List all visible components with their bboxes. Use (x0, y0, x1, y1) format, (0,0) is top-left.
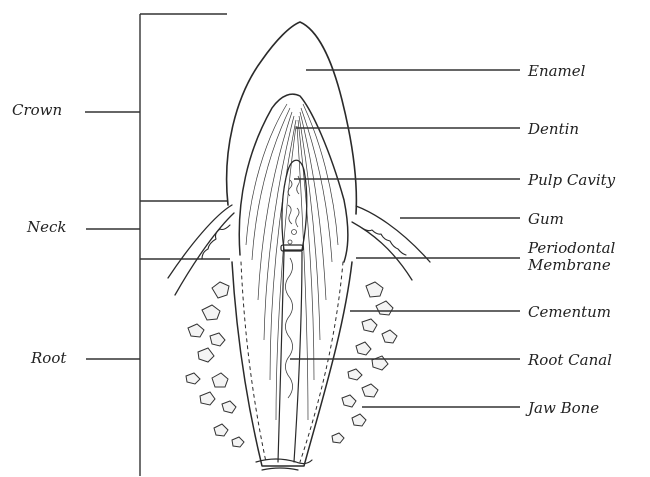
enamel-label: Enamel (528, 63, 585, 80)
dentin-label: Dentin (528, 121, 579, 138)
pulp-cavity (281, 160, 307, 251)
left-bracket (85, 14, 230, 476)
neck-label: Neck (27, 219, 67, 236)
root-label: Root (31, 350, 66, 367)
periodontal-membrane-label: Periodontal Membrane (528, 240, 615, 274)
root-apex (256, 459, 312, 470)
periodontal-label-line1: Periodontal (528, 240, 615, 257)
crown-label: Crown (12, 102, 62, 119)
dentin-body (239, 94, 348, 420)
gum-label: Gum (528, 211, 564, 228)
root-canal-label: Root Canal (528, 352, 612, 369)
leader-lines (290, 70, 520, 407)
periodontal-label-line2: Membrane (528, 257, 615, 274)
root-canal (278, 252, 302, 462)
cementum-label: Cementum (528, 304, 611, 321)
jaw-bone-label: Jaw Bone (528, 400, 599, 417)
pulp-cavity-label: Pulp Cavity (528, 172, 615, 189)
jaw-bone (186, 282, 397, 447)
